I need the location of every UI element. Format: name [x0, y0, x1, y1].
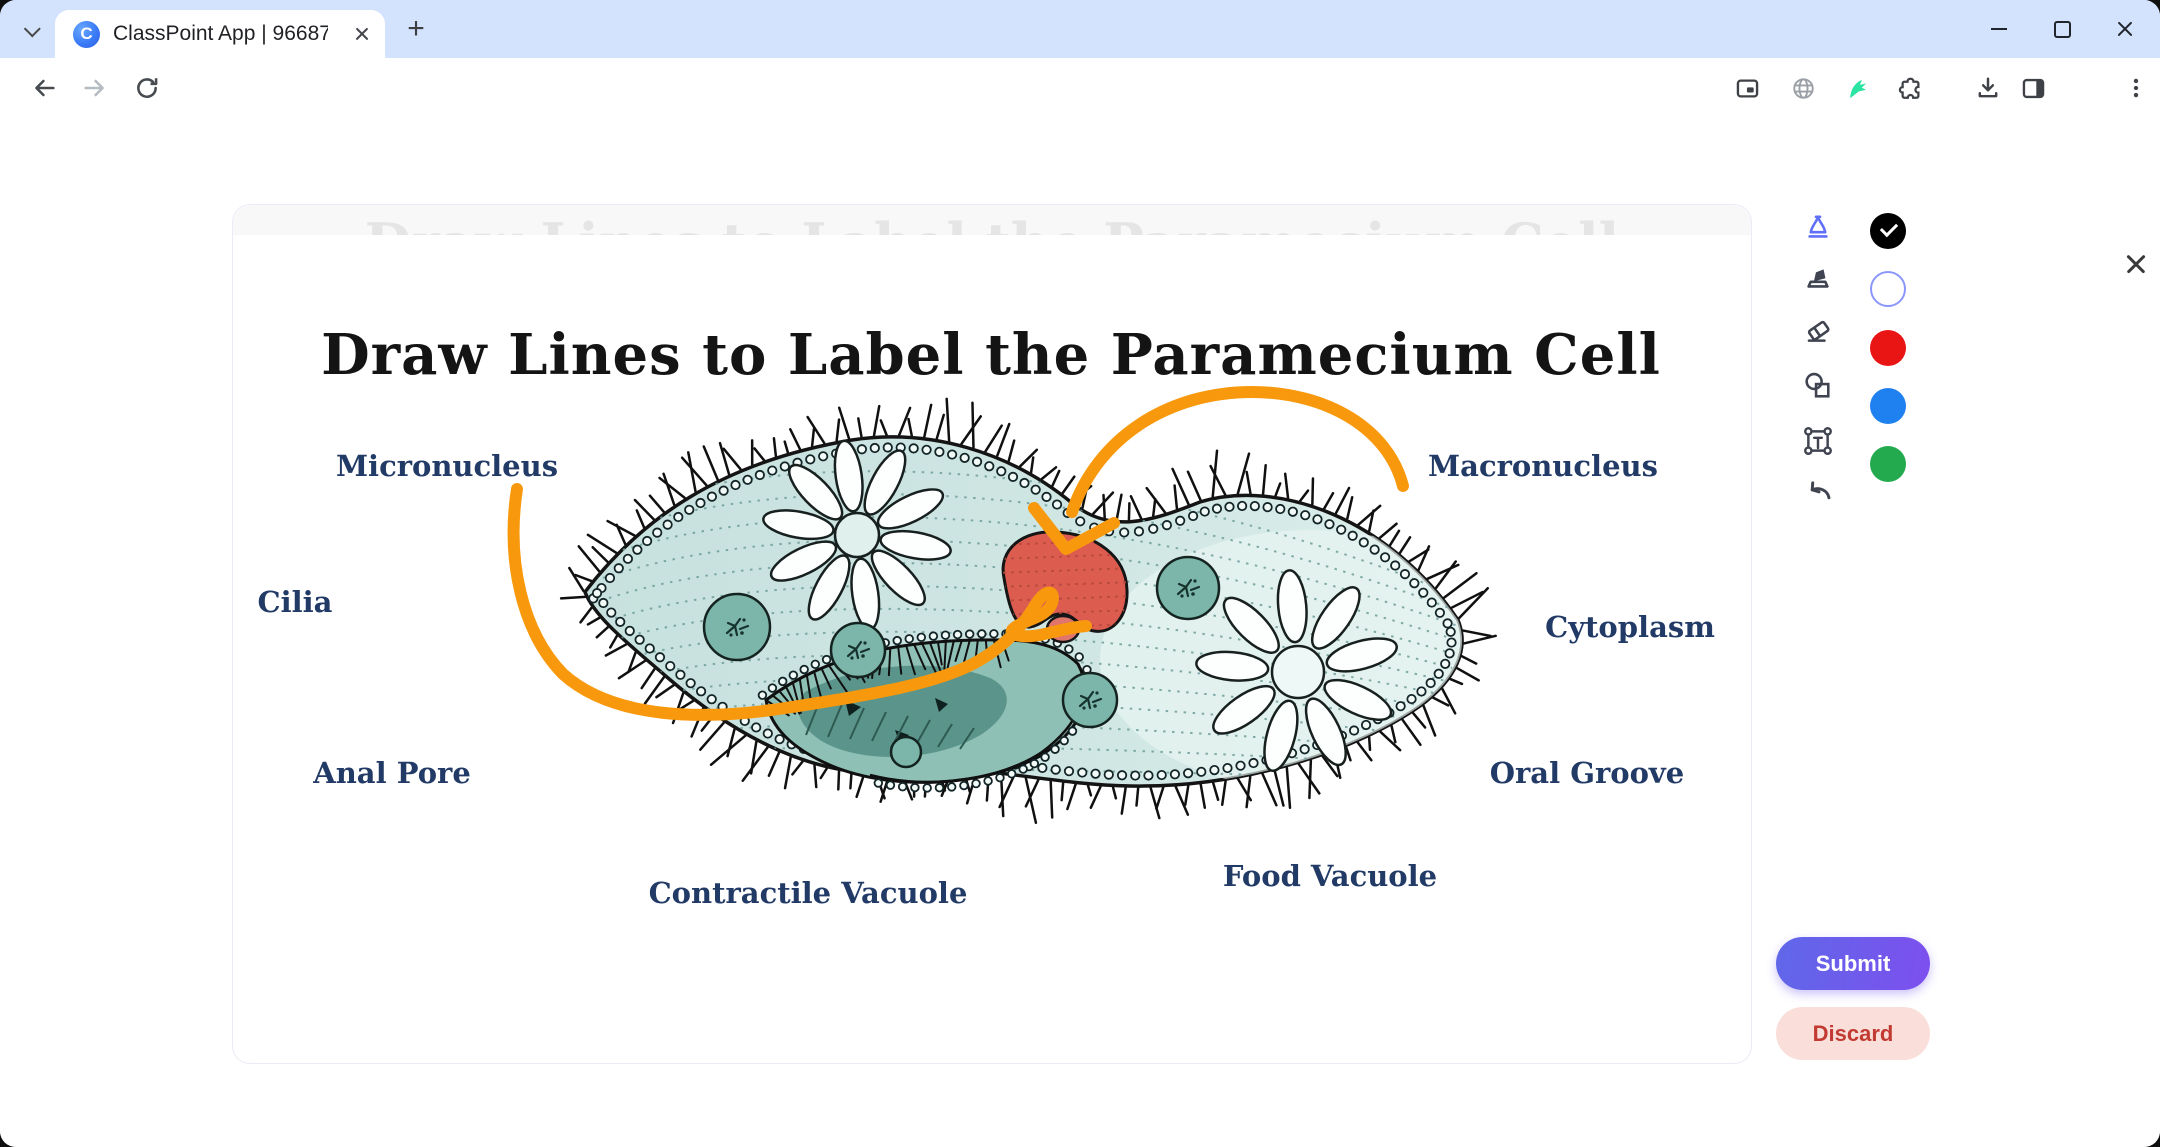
downloads-button[interactable] [1965, 65, 2011, 111]
browser-toolbar: https://www.classpoint.app M [0, 58, 2160, 170]
chevron-down-icon [23, 20, 41, 38]
color-swatch-white[interactable] [1870, 271, 1906, 307]
color-swatch-blue[interactable] [1870, 388, 1906, 424]
green-creature-icon [1849, 79, 1866, 98]
pip-extension-button[interactable] [1724, 65, 1770, 111]
selected-check-icon [1879, 218, 1899, 238]
tool-marker[interactable] [1797, 258, 1839, 300]
back-icon [35, 79, 55, 97]
maximize-button[interactable] [2040, 9, 2084, 49]
color-swatch-green[interactable] [1870, 446, 1906, 482]
label-micronucleus: Micronucleus [335, 449, 559, 483]
reload-icon [137, 78, 158, 98]
classpoint-extension-button[interactable] [1834, 65, 1880, 111]
text-box-icon [1804, 427, 1832, 455]
extensions-button[interactable] [1887, 65, 1933, 111]
side-panel-icon [2022, 78, 2044, 98]
side-panel-button[interactable] [2010, 65, 2056, 111]
discard-button[interactable]: Discard [1776, 1007, 1930, 1060]
new-tab-button[interactable]: + [407, 12, 425, 45]
tab-search-button[interactable] [18, 16, 48, 46]
browser-menu-button[interactable] [2113, 65, 2159, 111]
color-swatch-black[interactable] [1870, 213, 1906, 249]
label-cytoplasm: Cytoplasm [1545, 610, 1715, 644]
submit-button[interactable]: Submit [1776, 937, 1930, 990]
tool-undo[interactable] [1797, 471, 1839, 513]
label-contractile-vacuole: Contractile Vacuole [648, 876, 968, 910]
forward-icon [84, 79, 104, 97]
marker-icon [1807, 269, 1829, 288]
undo-icon [1810, 481, 1831, 500]
reload-button[interactable] [124, 65, 170, 111]
shapes-icon [1805, 372, 1830, 398]
eraser-icon [1807, 320, 1830, 342]
extensions-puzzle-icon [1898, 77, 1919, 99]
slide-title: Draw Lines to Label the Paramecium Cell [321, 322, 1661, 388]
minimize-button[interactable] [1977, 9, 2021, 49]
label-anal-pore: Anal Pore [313, 756, 471, 790]
label-cilia: Cilia [257, 585, 333, 619]
tab-close-icon[interactable] [351, 23, 373, 45]
faded-slide-title: Draw Lines to Label the Paramecium Cell [365, 211, 1619, 235]
tool-shapes[interactable] [1797, 365, 1839, 407]
back-button[interactable] [21, 65, 67, 111]
globe-extension-button[interactable] [1780, 65, 1826, 111]
activity-close-button[interactable] [2122, 250, 2150, 278]
tool-text-box[interactable] [1797, 420, 1839, 462]
tool-pen[interactable] [1797, 208, 1839, 250]
tab-title: ClassPoint App | 96687 [113, 22, 328, 45]
faded-title-strip: Draw Lines to Label the Paramecium Cell [233, 205, 1751, 235]
tool-eraser[interactable] [1797, 310, 1839, 352]
pen-icon [1808, 215, 1828, 238]
download-icon [1978, 77, 1998, 98]
label-food-vacuole: Food Vacuole [1222, 859, 1438, 893]
tab-strip: C ClassPoint App | 96687 + [0, 0, 2160, 58]
picture-in-picture-icon [1736, 78, 1758, 98]
classpoint-favicon: C [73, 20, 100, 48]
label-macronucleus: Macronucleus [1428, 449, 1658, 483]
kebab-menu-icon [2133, 78, 2139, 98]
color-swatch-red[interactable] [1870, 330, 1906, 366]
globe-icon [1792, 77, 1814, 99]
label-oral-groove: Oral Groove [1489, 756, 1685, 790]
window-close-button[interactable] [2103, 9, 2147, 49]
forward-button[interactable] [72, 65, 118, 111]
active-tab[interactable]: C ClassPoint App | 96687 [55, 10, 385, 58]
